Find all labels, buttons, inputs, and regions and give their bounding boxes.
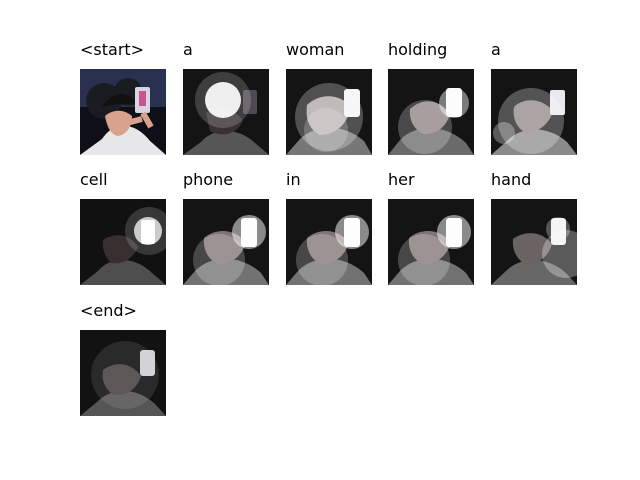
attention-cell: a	[491, 35, 577, 155]
attention-cell: cell	[80, 165, 166, 285]
attention-map-image	[286, 69, 372, 155]
attention-cell: her	[388, 165, 474, 285]
attention-map-image	[80, 69, 166, 155]
attention-cell: <end>	[80, 296, 166, 416]
token-label: a	[183, 35, 203, 65]
token-label: in	[286, 165, 311, 195]
attention-map-image	[80, 199, 166, 285]
attention-cell: phone	[183, 165, 269, 285]
token-label: cell	[80, 165, 118, 195]
attention-map-image	[183, 199, 269, 285]
attention-map-image	[388, 199, 474, 285]
attention-cell: <start>	[80, 35, 166, 155]
attention-cell: a	[183, 35, 269, 155]
attention-cell: holding	[388, 35, 474, 155]
attention-map-image	[491, 69, 577, 155]
attention-map-image	[183, 69, 269, 155]
attention-map-image	[286, 199, 372, 285]
attention-cell: woman	[286, 35, 372, 155]
attention-map-image	[491, 199, 577, 285]
token-label: hand	[491, 165, 542, 195]
token-label: her	[388, 165, 425, 195]
token-label: holding	[388, 35, 458, 65]
attention-cell: in	[286, 165, 372, 285]
attention-map-image	[388, 69, 474, 155]
token-label: phone	[183, 165, 244, 195]
token-label: <start>	[80, 35, 155, 65]
attention-map-image	[80, 330, 166, 416]
token-label: <end>	[80, 296, 147, 326]
attention-cell: hand	[491, 165, 577, 285]
token-label: a	[491, 35, 511, 65]
token-label: woman	[286, 35, 355, 65]
